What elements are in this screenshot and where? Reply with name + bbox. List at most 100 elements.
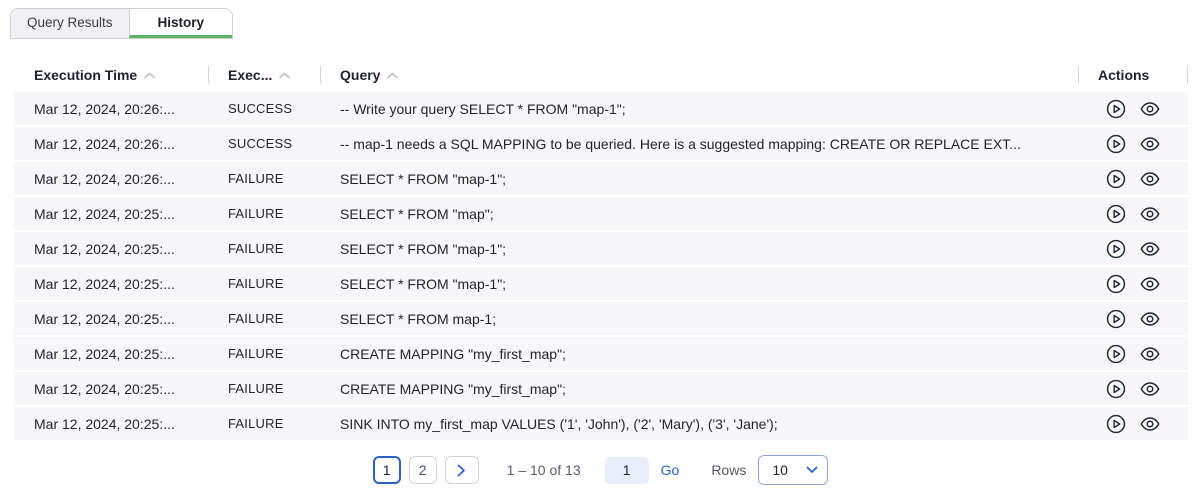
query-cell: CREATE MAPPING "my_first_map";: [340, 345, 566, 362]
column-header-execution-status[interactable]: Exec...: [208, 58, 320, 92]
execution-status-cell: SUCCESS: [228, 136, 293, 151]
execution-time-cell: Mar 12, 2024, 20:25:...: [34, 380, 175, 397]
sort-chevron-up-icon: [144, 72, 156, 79]
go-to-page-input[interactable]: [604, 456, 649, 484]
play-circle-icon: [1105, 378, 1127, 400]
table-row: Mar 12, 2024, 20:25:... FAILURE SINK INT…: [14, 407, 1188, 440]
column-header-execution-time[interactable]: Execution Time: [14, 58, 208, 92]
actions-cell: [1078, 378, 1188, 400]
view-query-button[interactable]: [1139, 413, 1161, 435]
column-header-query[interactable]: Query: [320, 58, 1078, 92]
table-body: Mar 12, 2024, 20:26:... SUCCESS -- Write…: [14, 92, 1188, 442]
run-query-button[interactable]: [1105, 168, 1127, 190]
execution-time-cell: Mar 12, 2024, 20:25:...: [34, 205, 175, 222]
eye-icon: [1139, 203, 1161, 225]
column-header-label: Execution Time: [34, 67, 138, 83]
eye-icon: [1139, 98, 1161, 120]
play-circle-icon: [1105, 413, 1127, 435]
eye-icon: [1139, 168, 1161, 190]
query-cell: CREATE MAPPING "my_first_map";: [340, 380, 566, 397]
tab-history[interactable]: History: [128, 9, 233, 38]
go-button[interactable]: Go: [660, 462, 680, 478]
view-query-button[interactable]: [1139, 168, 1161, 190]
execution-time-cell: Mar 12, 2024, 20:25:...: [34, 275, 175, 292]
play-circle-icon: [1105, 98, 1127, 120]
rows-per-page-label: Rows: [711, 462, 747, 478]
eye-icon: [1139, 413, 1161, 435]
tab-query-results[interactable]: Query Results: [11, 9, 129, 38]
execution-time-cell: Mar 12, 2024, 20:26:...: [34, 100, 175, 117]
play-circle-icon: [1105, 133, 1127, 155]
execution-status-cell: FAILURE: [228, 311, 284, 326]
table-row: Mar 12, 2024, 20:26:... SUCCESS -- Write…: [14, 92, 1188, 125]
eye-icon: [1139, 238, 1161, 260]
table-header: Execution Time Exec... Query Actions: [14, 58, 1188, 92]
column-header-label: Actions: [1098, 67, 1150, 83]
execution-status-cell: SUCCESS: [228, 101, 293, 116]
chevron-down-icon: [806, 466, 818, 474]
table-row: Mar 12, 2024, 20:25:... FAILURE SELECT *…: [14, 267, 1188, 300]
eye-icon: [1139, 308, 1161, 330]
view-query-button[interactable]: [1139, 378, 1161, 400]
table-row: Mar 12, 2024, 20:25:... FAILURE CREATE M…: [14, 372, 1188, 405]
execution-status-cell: FAILURE: [228, 381, 284, 396]
actions-cell: [1078, 238, 1188, 260]
view-query-button[interactable]: [1139, 308, 1161, 330]
sort-chevron-up-icon: [279, 72, 291, 79]
query-cell: SELECT * FROM "map-1";: [340, 275, 507, 292]
run-query-button[interactable]: [1105, 273, 1127, 295]
execution-status-cell: FAILURE: [228, 276, 284, 291]
eye-icon: [1139, 378, 1161, 400]
view-query-button[interactable]: [1139, 238, 1161, 260]
eye-icon: [1139, 343, 1161, 365]
play-circle-icon: [1105, 168, 1127, 190]
rows-per-page-select[interactable]: 10: [758, 455, 829, 485]
run-query-button[interactable]: [1105, 343, 1127, 365]
table-row: Mar 12, 2024, 20:26:... SUCCESS -- map-1…: [14, 127, 1188, 160]
pagination-bar: 1 2 1 – 10 of 13 Go Rows 10: [0, 455, 1201, 485]
query-cell: SELECT * FROM "map-1";: [340, 170, 507, 187]
rows-per-page-value: 10: [772, 462, 788, 478]
page-button-1[interactable]: 1: [372, 456, 401, 484]
execution-time-cell: Mar 12, 2024, 20:25:...: [34, 310, 175, 327]
eye-icon: [1139, 133, 1161, 155]
sort-chevron-up-icon: [387, 72, 399, 79]
play-circle-icon: [1105, 203, 1127, 225]
actions-cell: [1078, 413, 1188, 435]
view-query-button[interactable]: [1139, 273, 1161, 295]
table-row: Mar 12, 2024, 20:25:... FAILURE SELECT *…: [14, 302, 1188, 335]
view-query-button[interactable]: [1139, 343, 1161, 365]
actions-cell: [1078, 308, 1188, 330]
play-circle-icon: [1105, 273, 1127, 295]
run-query-button[interactable]: [1105, 413, 1127, 435]
column-header-actions: Actions: [1078, 58, 1188, 92]
column-header-label: Query: [340, 67, 381, 83]
query-cell: SELECT * FROM "map-1";: [340, 240, 507, 257]
view-query-button[interactable]: [1139, 203, 1161, 225]
page-button-2[interactable]: 2: [408, 456, 437, 484]
run-query-button[interactable]: [1105, 203, 1127, 225]
execution-time-cell: Mar 12, 2024, 20:25:...: [34, 240, 175, 257]
actions-cell: [1078, 133, 1188, 155]
chevron-right-icon: [457, 464, 466, 477]
execution-status-cell: FAILURE: [228, 206, 284, 221]
run-query-button[interactable]: [1105, 308, 1127, 330]
play-circle-icon: [1105, 238, 1127, 260]
table-row: Mar 12, 2024, 20:25:... FAILURE SELECT *…: [14, 197, 1188, 230]
view-query-button[interactable]: [1139, 133, 1161, 155]
run-query-button[interactable]: [1105, 98, 1127, 120]
actions-cell: [1078, 203, 1188, 225]
query-cell: SELECT * FROM "map";: [340, 205, 494, 222]
execution-time-cell: Mar 12, 2024, 20:25:...: [34, 345, 175, 362]
next-page-button[interactable]: [444, 456, 479, 484]
view-query-button[interactable]: [1139, 98, 1161, 120]
table-row: Mar 12, 2024, 20:26:... FAILURE SELECT *…: [14, 162, 1188, 195]
actions-cell: [1078, 98, 1188, 120]
run-query-button[interactable]: [1105, 133, 1127, 155]
execution-status-cell: FAILURE: [228, 346, 284, 361]
execution-status-cell: FAILURE: [228, 416, 284, 431]
run-query-button[interactable]: [1105, 378, 1127, 400]
execution-time-cell: Mar 12, 2024, 20:26:...: [34, 170, 175, 187]
execution-status-cell: FAILURE: [228, 171, 284, 186]
run-query-button[interactable]: [1105, 238, 1127, 260]
